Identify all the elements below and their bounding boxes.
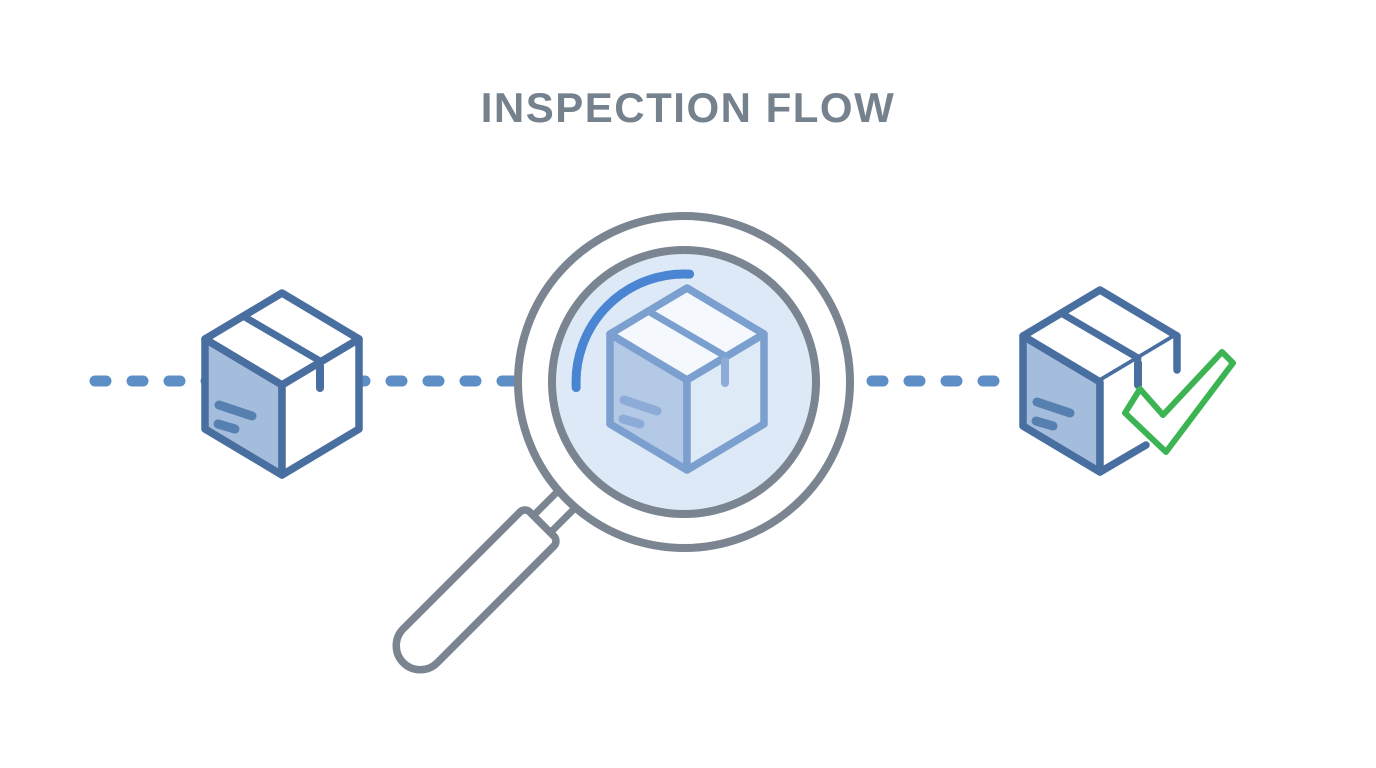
box-label-line-2 — [1031, 416, 1058, 431]
magnifier-handle-grip — [392, 506, 560, 674]
lens-glare-arc — [571, 269, 695, 393]
package-in-lens-icon — [606, 284, 768, 474]
box-label-line-2 — [213, 419, 240, 434]
package-check-icon — [1019, 286, 1181, 476]
package-box-icon — [201, 289, 363, 479]
box-label-line-1 — [1032, 397, 1075, 418]
magnifying-glass-icon — [392, 212, 854, 674]
box-front-edge-partial — [1096, 378, 1150, 476]
box-lid-seam — [644, 307, 729, 360]
page-title: INSPECTION FLOW — [480, 84, 896, 131]
checkmark-icon — [1122, 349, 1236, 455]
box-right-face — [278, 335, 363, 479]
box-label-line-2 — [618, 414, 645, 429]
box-label-line-1 — [619, 395, 662, 416]
box-label-line-1 — [214, 400, 257, 421]
box-right-face — [683, 330, 768, 474]
box-lid-seam — [239, 312, 324, 365]
box-lid-seam — [1057, 309, 1142, 362]
